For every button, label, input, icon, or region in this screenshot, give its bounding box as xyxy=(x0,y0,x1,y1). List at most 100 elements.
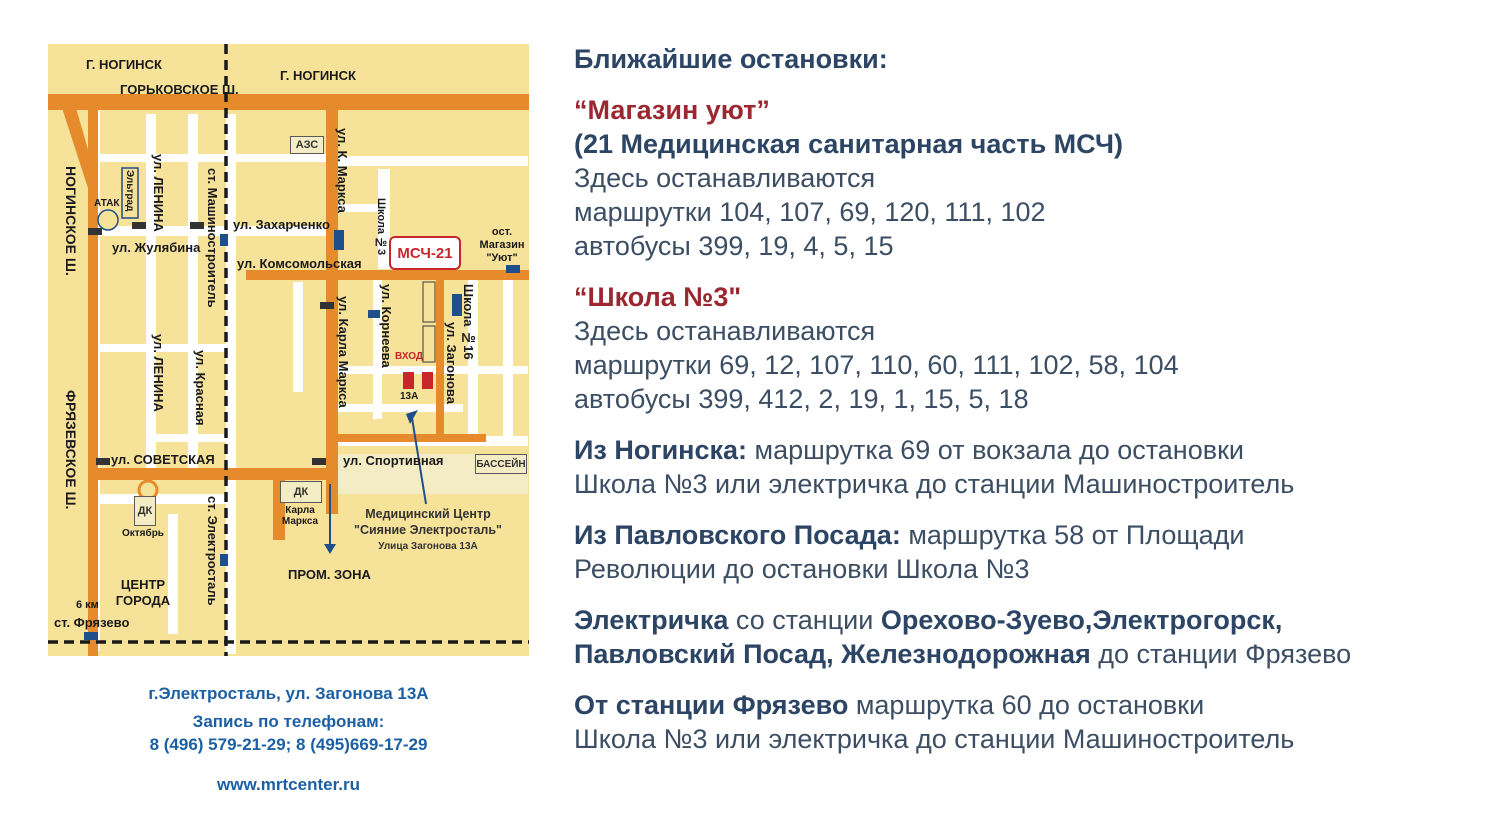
station-marker xyxy=(220,554,228,566)
train-label: Электричка xyxy=(574,605,729,635)
stop2-stops-here: Здесь останавливаются xyxy=(574,316,876,346)
street xyxy=(333,204,378,212)
from-fryazevo-text1: маршрутка 60 до остановки xyxy=(848,690,1205,720)
label-k-marksa: ул. К. Маркса xyxy=(335,128,350,213)
label-elektrostal-st: ст. Электросталь xyxy=(205,496,220,606)
label-dk-km: Карла Маркса xyxy=(281,505,319,527)
stop1-subtitle: (21 Медицинская санитарная часть МСЧ) xyxy=(574,129,1123,159)
building xyxy=(422,325,436,363)
stop2-bus: автобусы 399, 412, 2, 19, 1, 15, 5, 18 xyxy=(574,384,1029,414)
street xyxy=(378,169,390,269)
road-gorkovskoe xyxy=(48,94,529,110)
label-fryazevskoe-sh: ФРЯЗЕВСКОЕ Ш. xyxy=(63,390,79,510)
from-fryazevo-text2: Школа №3 или электричка до станции Машин… xyxy=(574,724,1295,754)
street xyxy=(168,514,178,634)
label-zagonova: ул. Загонова xyxy=(444,322,459,404)
label-lenina-bottom: ул. ЛЕНИНА xyxy=(151,334,166,412)
label-center-goroda-2: ГОРОДА xyxy=(115,593,171,608)
traffic-light-icon xyxy=(88,228,102,235)
road-zagonova xyxy=(436,279,444,441)
station-marker xyxy=(84,632,98,640)
street xyxy=(338,366,528,374)
road-sovetskaya xyxy=(96,468,336,480)
stop2-name: “Школа №3" xyxy=(574,282,742,312)
road-sportivnaya-segment xyxy=(336,434,486,442)
label-karla-marksa: ул. Карла Маркса xyxy=(336,296,351,408)
label-sportivnaya: ул. Спортивная xyxy=(343,453,444,468)
stop1-minibus: маршрутки 104, 107, 69, 120, 111, 102 xyxy=(574,197,1046,227)
building xyxy=(422,281,436,323)
building-13a xyxy=(422,372,433,389)
from-pavlovsky-text1: маршрутка 58 от Площади xyxy=(900,520,1245,550)
traffic-light-icon xyxy=(312,458,326,465)
label-center-line3: Улица Загонова 13А xyxy=(378,541,478,552)
bus-stop-marker xyxy=(506,265,520,273)
road-komsomolskaya xyxy=(246,270,529,280)
street xyxy=(96,344,226,352)
pointer-line xyxy=(411,417,427,505)
label-zharchenko: ул. Захарченко xyxy=(233,217,330,232)
label-eltrad: Эльтрад xyxy=(124,170,135,212)
from-pavlovsky-label: Из Павловского Посада: xyxy=(574,520,901,550)
label-atak: АТАК xyxy=(94,198,120,209)
label-zhulyabina: ул. Жулябина xyxy=(112,240,201,255)
train-stations2: Павловский Посад, Железнодорожная xyxy=(574,639,1091,669)
from-fryazevo-line1: От станции Фрязево маршрутка 60 до остан… xyxy=(574,688,1474,722)
label-komsomolskaya: ул. Комсомольская xyxy=(237,256,362,271)
azs-box: АЗС xyxy=(290,136,324,154)
label-13a: 13А xyxy=(400,391,419,402)
train-line2: Павловский Посад, Железнодорожная до ста… xyxy=(574,637,1474,671)
train-end: до станции Фрязево xyxy=(1090,639,1352,669)
railways xyxy=(48,44,529,656)
street xyxy=(468,279,478,439)
label-vhod: ВХОД xyxy=(395,351,424,362)
station-marker xyxy=(220,234,228,246)
label-center-line2: "Сияние Электросталь" xyxy=(354,523,502,537)
train-line1: Электричка со станции Орехово-Зуево,Элек… xyxy=(574,603,1474,637)
traffic-light-icon xyxy=(132,222,146,229)
label-prom-zona: ПРОМ. ЗОНА xyxy=(288,567,371,582)
caption-phones-label: Запись по телефонам: xyxy=(192,712,385,731)
marker xyxy=(368,310,380,318)
label-shkola16: Школа №16 xyxy=(461,284,476,360)
directions-panel: Ближайшие остановки: “Магазин уют” (21 М… xyxy=(574,42,1474,756)
label-krasnaya: ул. Красная xyxy=(193,350,208,426)
msch21-badge: МСЧ-21 xyxy=(389,236,461,270)
from-noginsk-text2: Школа №3 или электричка до станции Машин… xyxy=(574,469,1295,499)
atak-marker-icon xyxy=(97,209,119,231)
label-ost-magazin: ост. Магазин "Уют" xyxy=(479,226,525,264)
road-noginskoe xyxy=(88,94,98,656)
caption-website[interactable]: www.mrtcenter.ru xyxy=(217,775,360,794)
caption-address: г.Электросталь, ул. Загонова 13А xyxy=(148,684,429,703)
from-pavlovsky-line1: Из Павловского Посада: маршрутка 58 от П… xyxy=(574,518,1474,552)
label-center-goroda-1: ЦЕНТР xyxy=(120,577,166,592)
label-sovetskaya: ул. СОВЕТСКАЯ xyxy=(111,452,215,467)
street xyxy=(338,404,463,412)
traffic-lights xyxy=(88,222,334,465)
train-stations1: Орехово-Зуево,Электрогорск, xyxy=(880,605,1283,635)
from-pavlovsky-text2: Революции до остановки Школа №3 xyxy=(574,554,1030,584)
traffic-light-icon xyxy=(320,302,334,309)
basseyn-box: БАССЕЙН xyxy=(475,454,527,474)
street xyxy=(503,279,513,439)
stop1-name: “Магазин уют” xyxy=(574,95,770,125)
label-center-line1: Медицинский Центр xyxy=(365,507,491,521)
location-map: Г. НОГИНСК ГОРЬКОВСКОЕ Ш. Г. НОГИНСК НОГ… xyxy=(48,44,529,656)
label-lenina-top: ул. ЛЕНИНА xyxy=(151,154,166,232)
building-13a xyxy=(403,372,414,389)
label-dk-oktyabr: Октябрь xyxy=(122,528,164,539)
from-noginsk-line1: Из Ногинска: маршрутка 69 от вокзала до … xyxy=(574,433,1474,467)
nearest-stops-heading: Ближайшие остановки: xyxy=(574,44,888,74)
school16-marker xyxy=(452,294,462,316)
label-6km: 6 км xyxy=(76,599,99,611)
caption-phones: 8 (496) 579-21-29; 8 (495)669-17-29 xyxy=(149,735,428,754)
from-fryazevo-label: От станции Фрязево xyxy=(574,690,849,720)
label-shkola3: Школа №3 xyxy=(375,198,387,256)
street-korneeva xyxy=(373,279,382,419)
from-noginsk-label: Из Ногинска: xyxy=(574,435,748,465)
label-noginskoe-sh: НОГИНСКОЕ Ш. xyxy=(63,166,79,276)
street xyxy=(96,494,226,504)
street xyxy=(156,434,228,442)
map-roads xyxy=(48,44,529,656)
street-zhulyabina xyxy=(96,226,326,236)
